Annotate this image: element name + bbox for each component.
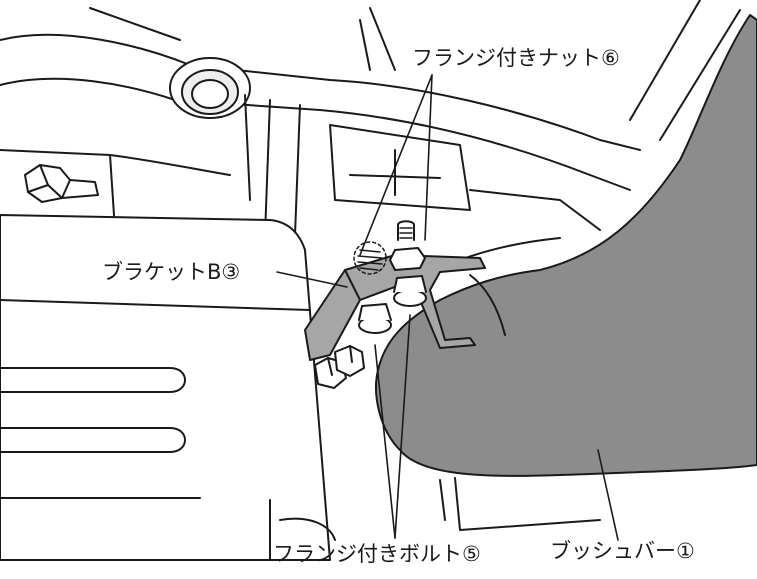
left-frame-member xyxy=(0,94,301,236)
upper-frame-arm xyxy=(0,0,741,191)
lower-frame xyxy=(269,479,446,561)
round-boss xyxy=(169,57,251,119)
label-flange-bolt: フランジ付きボルト⑤ xyxy=(273,542,481,566)
frame-hex-nut xyxy=(24,164,99,203)
lower-nuts xyxy=(314,345,365,389)
flange-nut-and-bolt xyxy=(353,220,427,334)
label-bush-bar: ブッシュバー① xyxy=(550,539,695,563)
rear-frame-detail xyxy=(329,124,601,261)
label-flange-nut: フランジ付きナット⑥ xyxy=(412,46,620,70)
bracket-b xyxy=(304,254,486,361)
leader-lines xyxy=(276,74,619,541)
label-bracket-b: ブラケットB③ xyxy=(102,260,241,284)
side-panel xyxy=(0,214,331,561)
